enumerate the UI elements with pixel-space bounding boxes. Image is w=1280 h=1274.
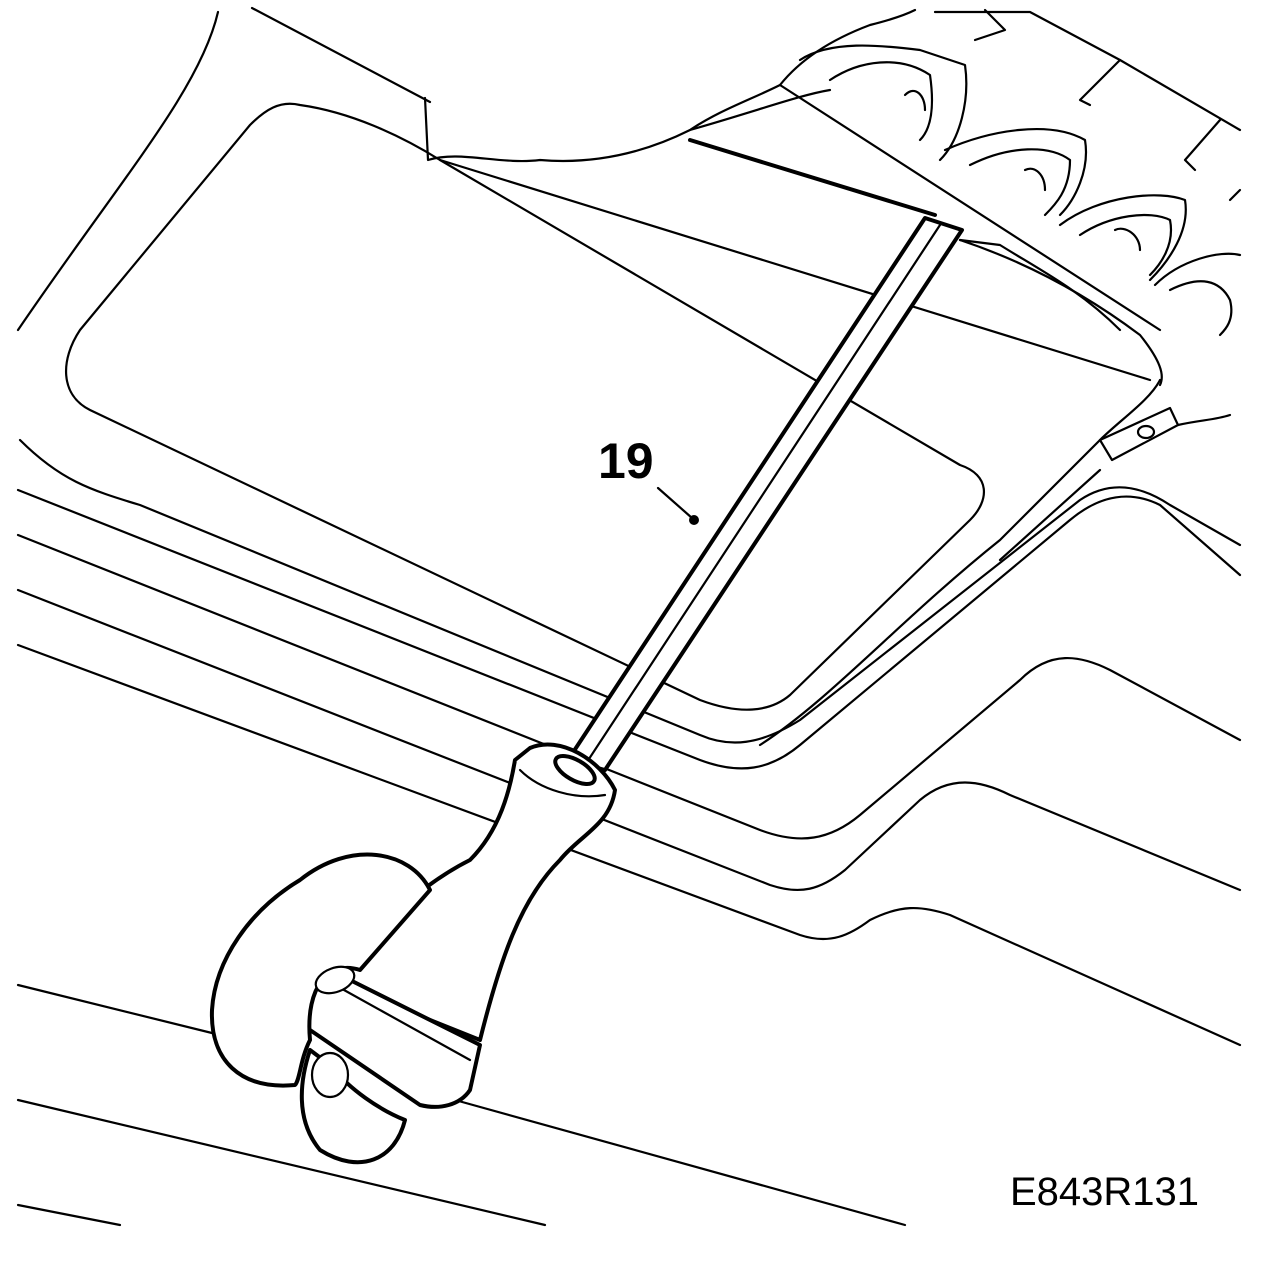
callout-dot: [689, 515, 699, 525]
clip-row: [798, 8, 1242, 337]
bumper-clip-icon: [1098, 406, 1232, 462]
callout-19: 19: [598, 433, 699, 525]
screwdriver-icon: [209, 216, 964, 1165]
figure-reference: E843R131: [1010, 1170, 1199, 1214]
body-panel-lines: [16, 6, 1242, 1227]
window-outline: [64, 102, 985, 711]
callout-label: 19: [598, 433, 654, 489]
trim-panel: [423, 8, 917, 163]
